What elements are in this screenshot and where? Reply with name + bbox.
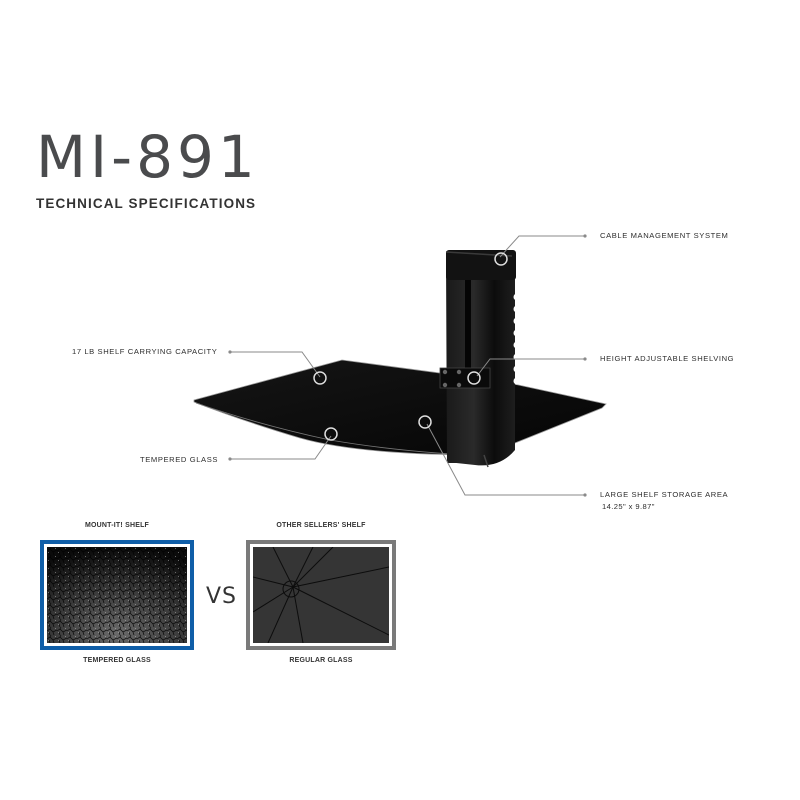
shattered-tempered-glass-image — [47, 547, 187, 643]
support-column — [439, 250, 521, 468]
comparison-right-heading: OTHER SELLERS' SHELF — [276, 522, 366, 529]
shelf-product-illustration — [193, 234, 607, 497]
comparison-right-caption: REGULAR GLASS — [289, 657, 353, 664]
callout-cable-management: CABLE MANAGEMENT SYSTEM — [600, 231, 729, 240]
callout-carrying-capacity: 17 LB SHELF CARRYING CAPACITY — [72, 347, 218, 356]
comparison-left-heading: MOUNT-IT! SHELF — [84, 522, 150, 529]
glass-shelf — [193, 359, 607, 457]
tempered-glass-sample — [40, 540, 194, 650]
model-title: MI-891 — [36, 123, 259, 191]
callout-lines — [230, 235, 585, 496]
callout-storage-area: LARGE SHELF STORAGE AREA — [600, 490, 729, 499]
versus-label: VS — [206, 584, 238, 609]
callout-height-adjustable: HEIGHT ADJUSTABLE SHELVING — [600, 354, 735, 363]
comparison-left-caption: TEMPERED GLASS — [83, 657, 151, 664]
cracked-regular-glass-image — [252, 546, 390, 644]
regular-glass-sample — [246, 540, 396, 650]
page-subtitle: TECHNICAL SPECIFICATIONS — [36, 196, 257, 211]
callout-tempered-glass: TEMPERED GLASS — [140, 455, 219, 464]
callout-storage-dimensions: 14.25" x 9.87" — [602, 502, 655, 511]
